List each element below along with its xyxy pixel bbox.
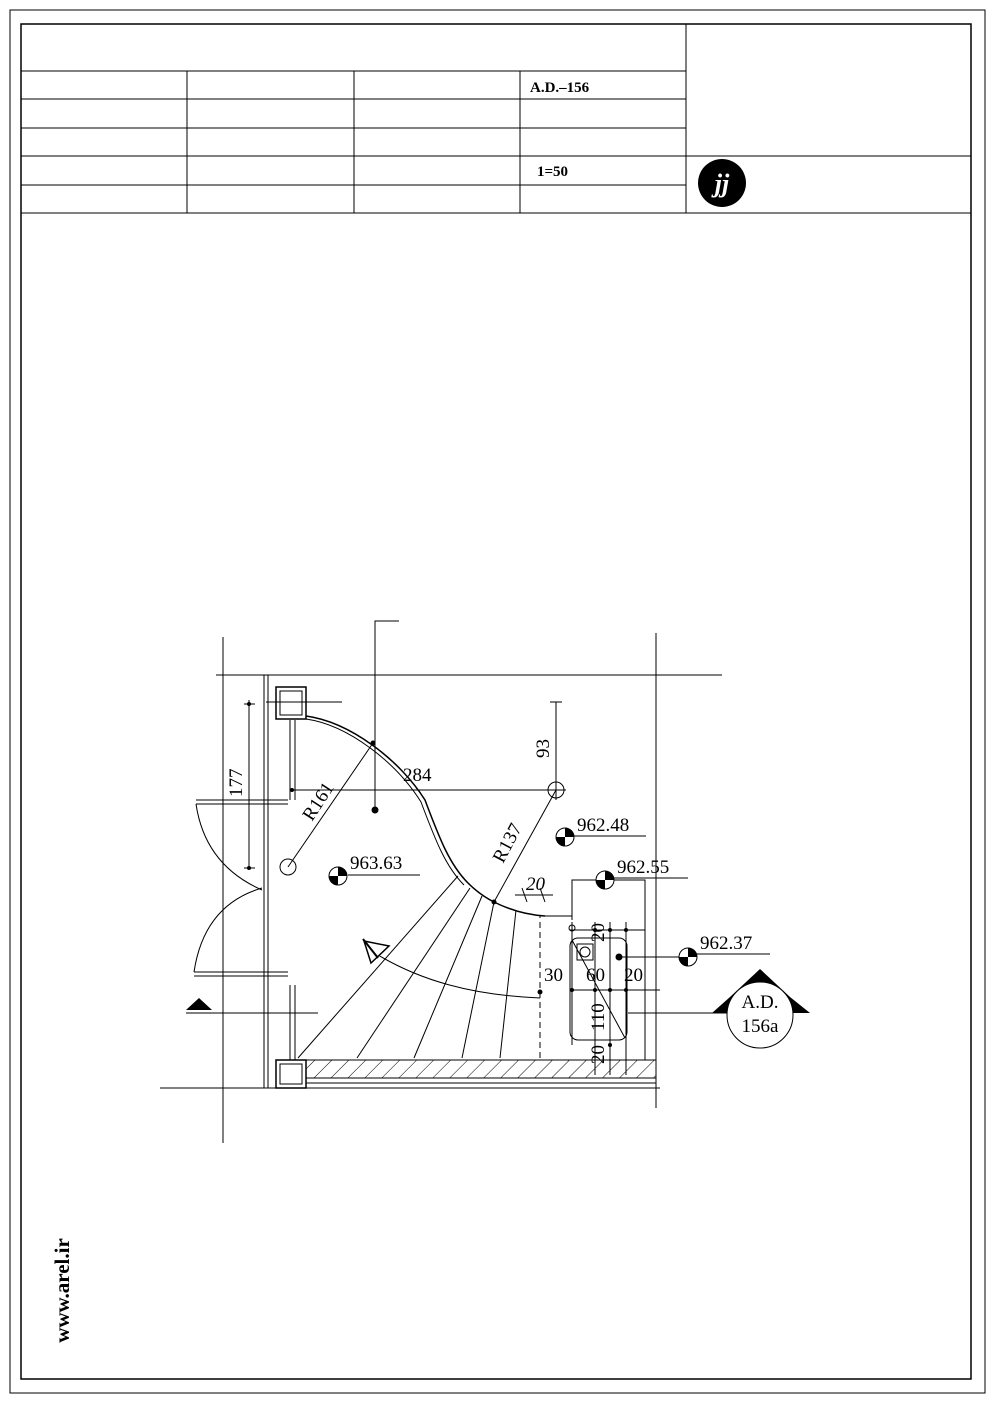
level-label: 962.48	[577, 815, 629, 836]
door-lower	[193, 887, 288, 977]
dim-177: 177	[226, 769, 247, 798]
dim-20-top: 20	[526, 874, 546, 895]
dim-20-a: 20	[588, 923, 609, 942]
direction-arrow-icon	[362, 940, 391, 965]
center-point-left	[279, 858, 297, 876]
column-top	[266, 686, 342, 720]
drain-box	[545, 879, 660, 1075]
level-label: 962.55	[617, 857, 669, 878]
stair-curve-end	[493, 901, 546, 917]
dim-20-c: 20	[588, 1045, 609, 1064]
section-marker	[712, 969, 810, 1049]
stair-curve-inner	[305, 718, 465, 886]
dim-93: 93	[533, 739, 554, 758]
dim-r137: R137	[489, 820, 527, 866]
dim-110: 110	[588, 1003, 609, 1031]
level-symbol-icon	[678, 947, 698, 967]
column-bottom	[275, 1059, 307, 1089]
stair-plan	[160, 620, 770, 1143]
level-label: 962.37	[700, 933, 752, 954]
dim-20-b: 20	[624, 965, 643, 986]
level-symbol-icon	[555, 827, 575, 847]
door-upper	[195, 799, 288, 891]
dimension-20-top	[515, 887, 553, 903]
dim-284: 284	[403, 765, 432, 786]
radius-r161-line	[287, 742, 374, 868]
dim-60: 60	[586, 965, 605, 986]
section-marker-line1: A.D.	[742, 992, 779, 1013]
logo-icon: jj	[698, 159, 746, 207]
section-leader	[374, 620, 399, 810]
stair-treads	[297, 875, 541, 1059]
walking-line	[377, 954, 541, 999]
level-symbol-icon	[595, 870, 615, 890]
website-text: www.arel.ir	[49, 1237, 74, 1343]
inner-border	[20, 23, 972, 1380]
section-arrow-left-icon	[186, 998, 212, 1010]
radius-r137-line	[493, 789, 557, 903]
outer-border	[9, 9, 986, 1394]
level-symbol-icon	[328, 866, 348, 886]
dimension-177	[244, 700, 255, 870]
level-label: 963.63	[350, 853, 402, 874]
section-marker-line2: 156a	[742, 1016, 780, 1037]
logo-glyph: jj	[711, 169, 730, 198]
website-watermark: www.arel.ir	[42, 1230, 82, 1350]
title-block	[21, 24, 971, 214]
drawing-scale: 1=50	[537, 164, 568, 180]
drawing-number: A.D.–156	[530, 80, 590, 96]
stair-curve-outer	[305, 715, 495, 903]
left-wall	[263, 675, 296, 1088]
dim-30: 30	[544, 965, 563, 986]
bottom-wall-hatched	[305, 1059, 657, 1079]
